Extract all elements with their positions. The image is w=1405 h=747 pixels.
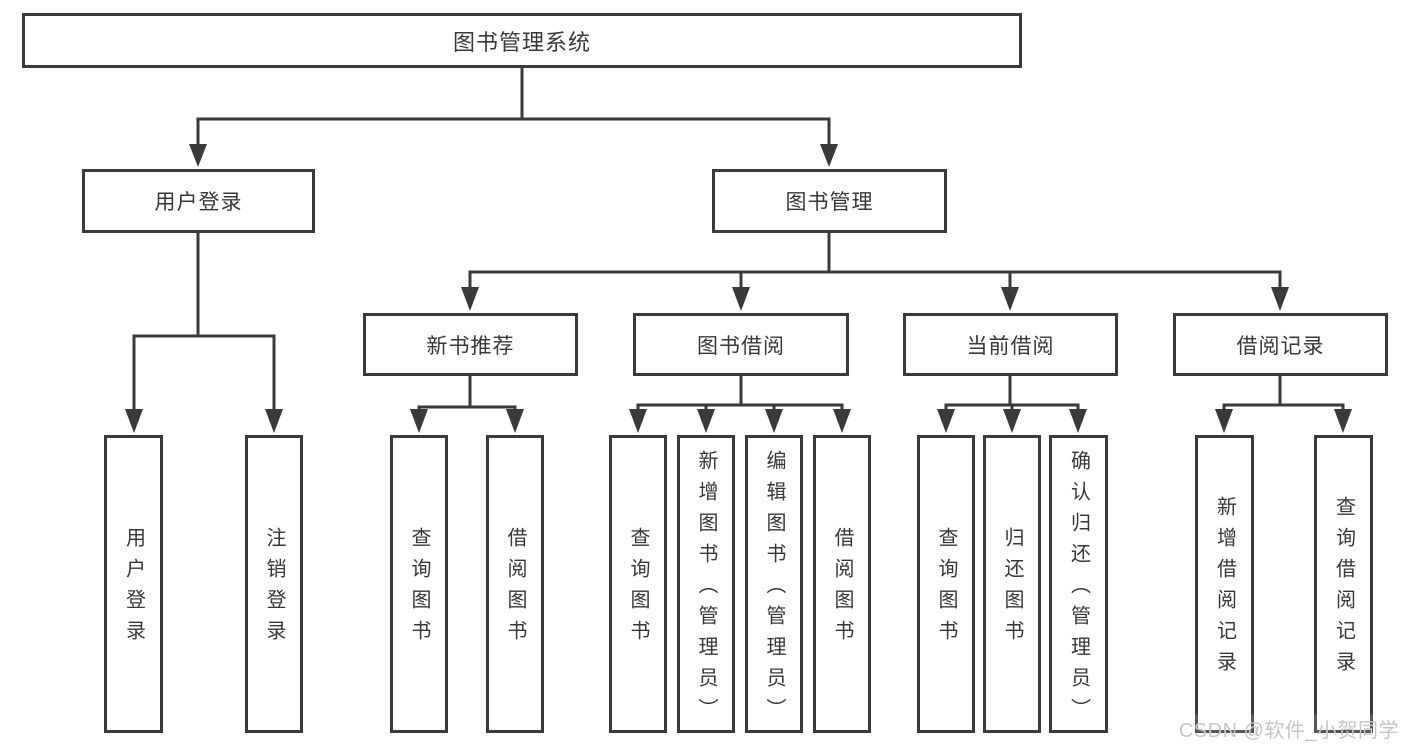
node-user-login-branch: 用户登录 (82, 169, 315, 233)
node-new-book-recommend: 新书推荐 (363, 313, 578, 376)
leaf-borrow-books: 借阅图书 (813, 435, 871, 733)
leaf-edit-book-admin: 编辑图书（管理员） (745, 435, 803, 733)
connector-new-book-recommend-to-leaves (410, 376, 524, 433)
leaf-borrow-books-recommend: 借阅图书 (486, 435, 544, 733)
leaf-add-book-admin: 新增图书（管理员） (677, 435, 735, 733)
leaf-query-books-borrow: 查询图书 (609, 435, 667, 733)
leaf-add-borrow-record: 新增借阅记录 (1195, 435, 1254, 733)
leaf-return-book: 归还图书 (983, 435, 1041, 733)
leaf-confirm-return-admin: 确认归还（管理员） (1049, 435, 1108, 733)
node-borrow-records: 借阅记录 (1173, 313, 1388, 376)
node-root-library-system: 图书管理系统 (22, 13, 1022, 68)
connector-book-management-to-level3 (461, 233, 1289, 311)
node-book-management: 图书管理 (712, 169, 947, 233)
leaf-query-borrow-record: 查询借阅记录 (1314, 435, 1373, 733)
leaf-user-login: 用户登录 (104, 435, 163, 733)
connector-root-to-level1 (189, 68, 838, 167)
leaf-logout: 注销登录 (245, 435, 303, 733)
leaf-query-books-recommend: 查询图书 (390, 435, 448, 733)
connector-borrow-records-to-leaves (1215, 376, 1352, 433)
leaf-query-books-current: 查询图书 (917, 435, 975, 733)
csdn-watermark: CSDN @软件_小贺同学 (1178, 714, 1399, 743)
node-current-borrow: 当前借阅 (903, 313, 1118, 376)
connector-book-borrow-to-leaves (629, 376, 851, 433)
connector-user-login-to-leaves (125, 233, 283, 433)
node-book-borrow: 图书借阅 (633, 313, 849, 376)
connector-current-borrow-to-leaves (937, 376, 1087, 433)
